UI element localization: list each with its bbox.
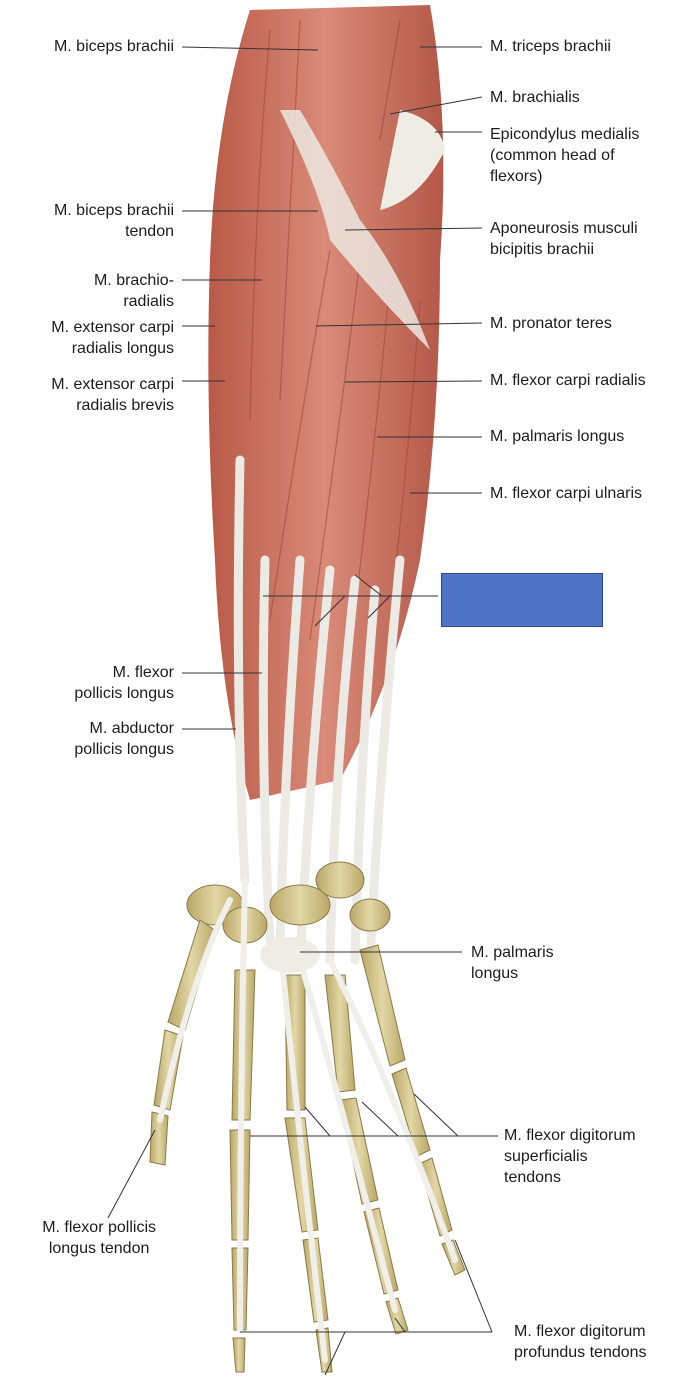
leader-lines <box>107 46 498 1376</box>
label-flexor-digitorum-profundus-tendons: M. flexor digitorum profundus tendons <box>514 1323 647 1361</box>
label-extensor-carpi-radialis-brevis: M. extensor carpi radialis brevis <box>51 376 174 414</box>
label-palmaris-longus: M. palmaris longus <box>490 428 625 445</box>
label-epicondylus-medialis: Epicondylus medialis (common head of fle… <box>490 126 640 185</box>
label-brachialis: M. brachialis <box>490 89 580 106</box>
label-pronator-teres: M. pronator teres <box>490 315 612 332</box>
label-flexor-pollicis-longus-tendon: M. flexor pollicis longus tendon <box>42 1219 156 1257</box>
finger-bones <box>229 944 466 1373</box>
label-flexor-carpi-radialis: M. flexor carpi radialis <box>490 372 646 389</box>
palmar-aponeurosis <box>260 937 320 973</box>
blank-label-box <box>441 573 603 627</box>
label-biceps-brachii-tendon: M. biceps brachii tendon <box>53 202 174 240</box>
label-palmaris-longus-hand: M. palmaris longus <box>471 944 554 982</box>
carpal-bones <box>186 861 391 944</box>
label-aponeurosis: Aponeurosis musculi bicipitis brachii <box>490 220 638 258</box>
label-flexor-digitorum-superficialis-tendons: M. flexor digitorum superficialis tendon… <box>504 1127 636 1186</box>
epicondyle-area <box>380 110 445 210</box>
label-abductor-pollicis-longus: M. abductor pollicis longus <box>74 720 174 758</box>
label-brachioradialis: M. brachio- radialis <box>93 272 174 310</box>
label-triceps-brachii: M. triceps brachii <box>490 38 611 55</box>
label-extensor-carpi-radialis-longus: M. extensor carpi radialis longus <box>51 319 174 357</box>
hand-tendons <box>157 877 458 1363</box>
label-flexor-carpi-ulnaris: M. flexor carpi ulnaris <box>490 485 643 502</box>
label-biceps-brachii: M. biceps brachii <box>53 38 174 55</box>
label-flexor-pollicis-longus: M. flexor pollicis longus <box>74 664 174 702</box>
